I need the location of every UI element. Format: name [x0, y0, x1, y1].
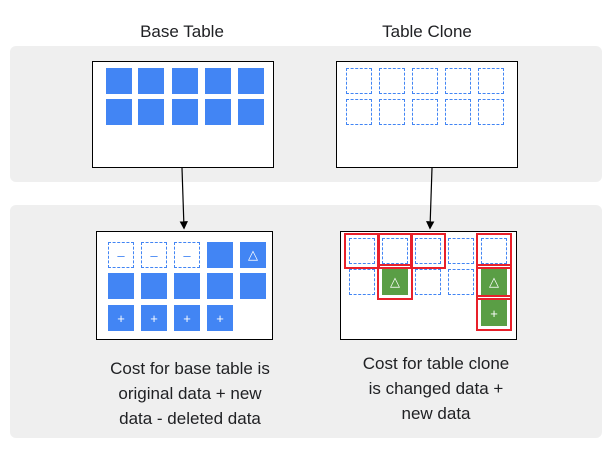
referenced-block — [478, 99, 504, 125]
data-block — [207, 242, 233, 268]
base-table-original — [92, 61, 274, 168]
added-block: + — [481, 300, 507, 326]
plus-icon: + — [117, 310, 125, 326]
minus-icon: – — [183, 247, 191, 263]
arrow-clone — [426, 167, 435, 230]
base-table-heading: Base Table — [140, 22, 224, 41]
table-clone-modified: △ △ + — [340, 231, 517, 340]
referenced-block — [382, 238, 408, 264]
plus-icon: + — [150, 310, 158, 326]
referenced-block — [379, 68, 405, 94]
changed-block: △ — [240, 242, 266, 268]
changed-highlight — [377, 233, 413, 269]
referenced-block — [412, 99, 438, 125]
added-block: + — [174, 305, 200, 331]
deleted-block: – — [174, 242, 200, 268]
changed-highlight — [410, 233, 446, 269]
deleted-block: – — [141, 242, 167, 268]
data-block — [106, 99, 132, 125]
added-highlight — [476, 295, 512, 331]
arrow-base — [179, 167, 188, 230]
referenced-block — [412, 68, 438, 94]
base-table-caption: Cost for base table is original data + n… — [110, 359, 270, 428]
data-block — [172, 68, 198, 94]
base-table-modified: – – – △ + + + + — [96, 231, 273, 340]
data-block — [172, 99, 198, 125]
referenced-block — [379, 99, 405, 125]
deleted-block: – — [108, 242, 134, 268]
data-block — [207, 273, 233, 299]
data-block — [174, 273, 200, 299]
changed-block: △ — [481, 269, 507, 295]
changed-highlight — [344, 233, 380, 269]
referenced-block — [415, 269, 441, 295]
data-block — [205, 99, 231, 125]
minus-icon: – — [150, 247, 158, 263]
table-clone-heading: Table Clone — [382, 22, 472, 41]
added-block: + — [207, 305, 233, 331]
referenced-block — [445, 99, 471, 125]
referenced-block — [448, 269, 474, 295]
data-block — [240, 273, 266, 299]
referenced-block — [415, 238, 441, 264]
data-block — [106, 68, 132, 94]
added-block: + — [108, 305, 134, 331]
minus-icon: – — [117, 247, 125, 263]
referenced-block — [346, 68, 372, 94]
referenced-block — [349, 238, 375, 264]
changed-highlight — [476, 264, 512, 300]
changed-block: △ — [382, 269, 408, 295]
data-block — [108, 273, 134, 299]
data-block — [138, 99, 164, 125]
triangle-icon: △ — [248, 247, 258, 262]
added-block: + — [141, 305, 167, 331]
changed-highlight — [476, 233, 512, 269]
referenced-block — [346, 99, 372, 125]
table-clone-caption: Cost for table clone is changed data + n… — [362, 354, 510, 423]
data-block — [238, 68, 264, 94]
data-block — [205, 68, 231, 94]
plus-icon: + — [183, 310, 191, 326]
plus-icon: + — [216, 310, 224, 326]
referenced-block — [448, 238, 474, 264]
data-block — [141, 273, 167, 299]
changed-highlight — [377, 264, 413, 300]
data-block — [238, 99, 264, 125]
plus-icon: + — [490, 305, 498, 321]
triangle-icon: △ — [489, 274, 499, 289]
referenced-block — [445, 68, 471, 94]
triangle-icon: △ — [390, 274, 400, 289]
data-block — [138, 68, 164, 94]
referenced-block — [349, 269, 375, 295]
referenced-block — [478, 68, 504, 94]
referenced-block — [481, 238, 507, 264]
table-clone-original — [336, 61, 518, 168]
